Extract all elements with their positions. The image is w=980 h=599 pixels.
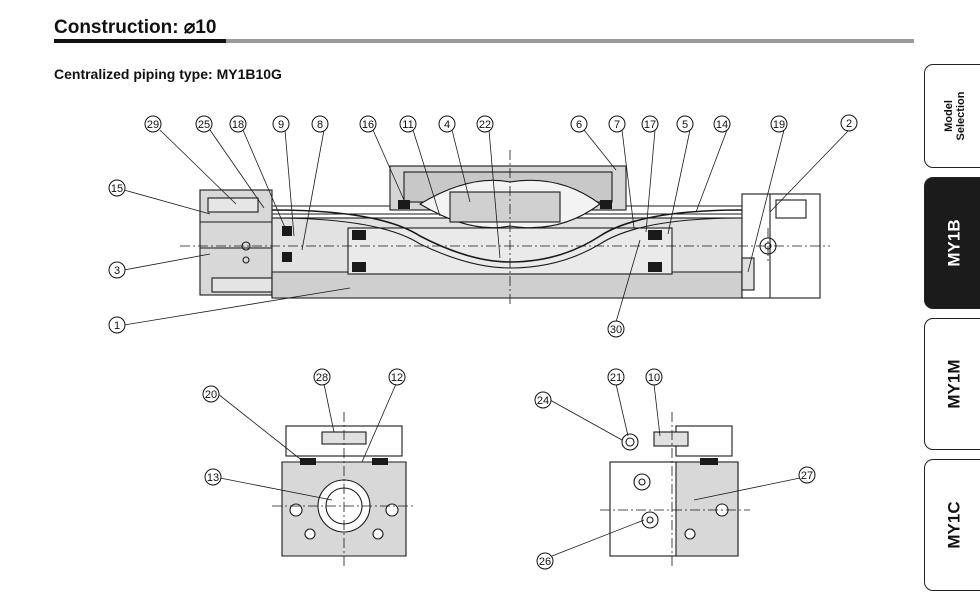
callout-20: 20 — [202, 385, 220, 403]
svg-text:1: 1 — [114, 320, 120, 332]
callout-16: 16 — [359, 115, 377, 133]
svg-text:16: 16 — [362, 119, 374, 131]
tab-my1m[interactable]: MY1M — [924, 318, 980, 450]
svg-text:13: 13 — [207, 472, 219, 484]
callout-30: 30 — [607, 320, 625, 338]
section-subtitle: Centralized piping type: MY1B10G — [54, 66, 282, 82]
svg-text:24: 24 — [537, 395, 549, 407]
svg-text:15: 15 — [111, 183, 123, 195]
callout-29: 29 — [144, 115, 162, 133]
callout-7: 7 — [608, 115, 626, 133]
callout-19: 19 — [770, 115, 788, 133]
callout-2: 2 — [840, 114, 858, 132]
svg-text:9: 9 — [278, 119, 284, 131]
callout-14: 14 — [713, 115, 731, 133]
svg-text:8: 8 — [317, 119, 323, 131]
title-rule — [54, 39, 914, 43]
svg-text:17: 17 — [644, 119, 656, 131]
title-rule-accent — [54, 39, 226, 43]
callout-3: 3 — [108, 261, 126, 279]
callout-9: 9 — [272, 115, 290, 133]
callout-25: 25 — [195, 115, 213, 133]
svg-text:18: 18 — [232, 119, 244, 131]
svg-text:27: 27 — [801, 470, 813, 482]
callout-1: 1 — [108, 316, 126, 334]
svg-text:6: 6 — [576, 119, 582, 131]
right-end-view — [600, 412, 750, 566]
svg-text:12: 12 — [391, 372, 403, 384]
svg-text:3: 3 — [114, 265, 120, 277]
svg-text:5: 5 — [682, 119, 688, 131]
svg-text:19: 19 — [773, 119, 785, 131]
svg-text:10: 10 — [648, 372, 660, 384]
page-title: Construction: ⌀10 — [54, 17, 217, 38]
tab-my1b[interactable]: MY1B — [924, 177, 980, 309]
callout-27: 27 — [798, 466, 816, 484]
svg-text:29: 29 — [147, 119, 159, 131]
callout-15: 15 — [108, 179, 126, 197]
callout-11: 11 — [399, 115, 417, 133]
callout-22: 22 — [476, 115, 494, 133]
svg-text:28: 28 — [316, 372, 328, 384]
callout-17: 17 — [641, 115, 659, 133]
callout-10: 10 — [645, 368, 663, 386]
svg-text:14: 14 — [716, 119, 728, 131]
callout-6: 6 — [570, 115, 588, 133]
svg-text:2: 2 — [846, 118, 852, 130]
tab-label: MY1B — [944, 219, 964, 267]
svg-text:25: 25 — [198, 119, 210, 131]
callout-13: 13 — [204, 468, 222, 486]
cylinder-section-view — [180, 150, 830, 306]
svg-text:11: 11 — [402, 119, 413, 131]
svg-text:7: 7 — [614, 119, 620, 131]
svg-text:30: 30 — [610, 324, 622, 336]
leader-lines — [123, 129, 850, 557]
callout-26: 26 — [536, 552, 554, 570]
callout-4: 4 — [438, 115, 456, 133]
svg-text:22: 22 — [479, 119, 491, 131]
svg-text:26: 26 — [539, 556, 551, 568]
tab-label: MY1C — [944, 501, 964, 549]
tab-label: MY1M — [945, 359, 964, 409]
svg-text:20: 20 — [205, 389, 217, 401]
callout-5: 5 — [676, 115, 694, 133]
callout-24: 24 — [534, 391, 552, 409]
callout-8: 8 — [311, 115, 329, 133]
construction-diagram: 29 25 18 9 8 16 11 4 22 6 7 17 5 14 19 2… — [108, 114, 858, 570]
svg-text:21: 21 — [610, 372, 622, 384]
tab-my1c[interactable]: MY1C — [924, 459, 980, 591]
callout-12: 12 — [388, 368, 406, 386]
callout-21: 21 — [607, 368, 625, 386]
left-cross-section — [272, 412, 416, 566]
tab-model-selection[interactable]: Model Selection — [924, 64, 980, 168]
svg-text:4: 4 — [444, 119, 450, 131]
callout-28: 28 — [313, 368, 331, 386]
callout-18: 18 — [229, 115, 247, 133]
tab-label: Model Selection — [943, 91, 967, 141]
